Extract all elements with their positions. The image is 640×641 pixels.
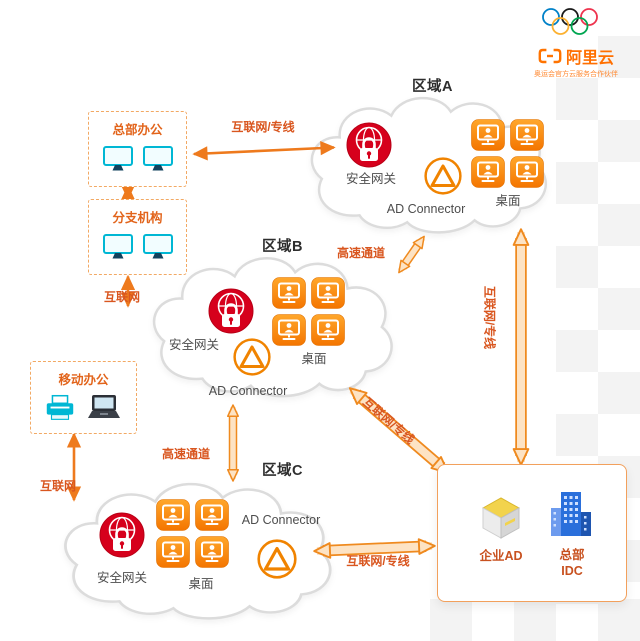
link-label-branch-internet: 互联网 (103, 290, 140, 304)
desktop-icon (510, 156, 544, 188)
desktop-icon (471, 119, 505, 151)
monitor-icon (142, 146, 173, 172)
office-box-mobile: 移动办公 (30, 361, 137, 434)
desktop-group-a (471, 119, 544, 188)
olympic-rings-icon (542, 8, 598, 35)
hq-idc-label-line1: 总部 (559, 548, 585, 562)
desktop-label-c: 桌面 (188, 577, 214, 591)
monitor-icon (102, 234, 133, 260)
background-pattern-bottom (430, 599, 640, 641)
desktop-icon (272, 277, 306, 309)
printer-icon (46, 394, 73, 420)
brand-name: 阿里云 (565, 50, 614, 67)
aliyun-logo: 阿里云 奥运会官方云服务合作伙伴 (528, 44, 624, 79)
desktop-icon (471, 156, 505, 188)
link-label-mobile-internet: 互联网 (39, 479, 76, 493)
region-b-title: 区域B (262, 239, 303, 255)
desktop-group-c (156, 499, 229, 568)
link-label-hq-to-a: 互联网/专线 (231, 120, 295, 134)
desktop-icon (311, 314, 345, 346)
office-mobile-label: 移动办公 (58, 373, 109, 387)
monitor-icon (102, 146, 133, 172)
desktop-icon (272, 314, 306, 346)
desktop-icon (510, 119, 544, 151)
office-box-hq: 总部办公 (88, 111, 187, 187)
gateway-label-a: 安全网关 (345, 172, 396, 186)
link-label-c-to-idc: 互联网/专线 (346, 554, 410, 568)
office-box-branch: 分支机构 (88, 199, 187, 275)
desktop-label-b: 桌面 (301, 352, 327, 366)
desktop-icon (156, 536, 190, 568)
link-label-express-ab: 高速通道 (336, 246, 385, 260)
desktop-icon (156, 499, 190, 531)
link-label-a-to-idc: 互联网/专线 (482, 285, 497, 350)
laptop-icon (87, 395, 120, 418)
hq-idc-label: 总部 IDC (546, 547, 598, 579)
region-c-title: 区域C (262, 463, 303, 479)
office-branch-label: 分支机构 (112, 211, 163, 225)
office-hq-label: 总部办公 (112, 123, 163, 137)
security-gateway-icon-a (346, 122, 392, 168)
security-gateway-icon-b (208, 288, 254, 334)
aliyun-bracket-icon (538, 48, 562, 64)
idc-box (437, 464, 627, 602)
desktop-group-b (272, 277, 345, 346)
gateway-label-c: 安全网关 (96, 571, 147, 585)
enterprise-ad-server-icon (481, 497, 521, 539)
monitor-icon (142, 234, 173, 260)
hq-idc-building-icon (551, 492, 591, 536)
ad-connector-icon-c (257, 539, 297, 579)
connector-label-a: AD Connector (386, 202, 466, 216)
connector-label-c: AD Connector (241, 513, 321, 527)
desktop-label-a: 桌面 (495, 194, 521, 208)
enterprise-ad-label: 企业AD (479, 549, 523, 563)
gateway-label-b: 安全网关 (168, 338, 219, 352)
ad-connector-icon-a (424, 157, 462, 195)
desktop-icon (195, 499, 229, 531)
security-gateway-icon-c (99, 512, 145, 558)
desktop-icon (195, 536, 229, 568)
desktop-icon (311, 277, 345, 309)
ad-connector-icon-b (233, 338, 271, 376)
brand-tagline: 奥运会官方云服务合作伙伴 (534, 71, 618, 78)
link-label-express-bc: 高速通道 (161, 447, 210, 461)
hq-idc-label-line2: IDC (561, 564, 583, 578)
region-a-title: 区域A (412, 79, 453, 95)
connector-label-b: AD Connector (208, 384, 288, 398)
